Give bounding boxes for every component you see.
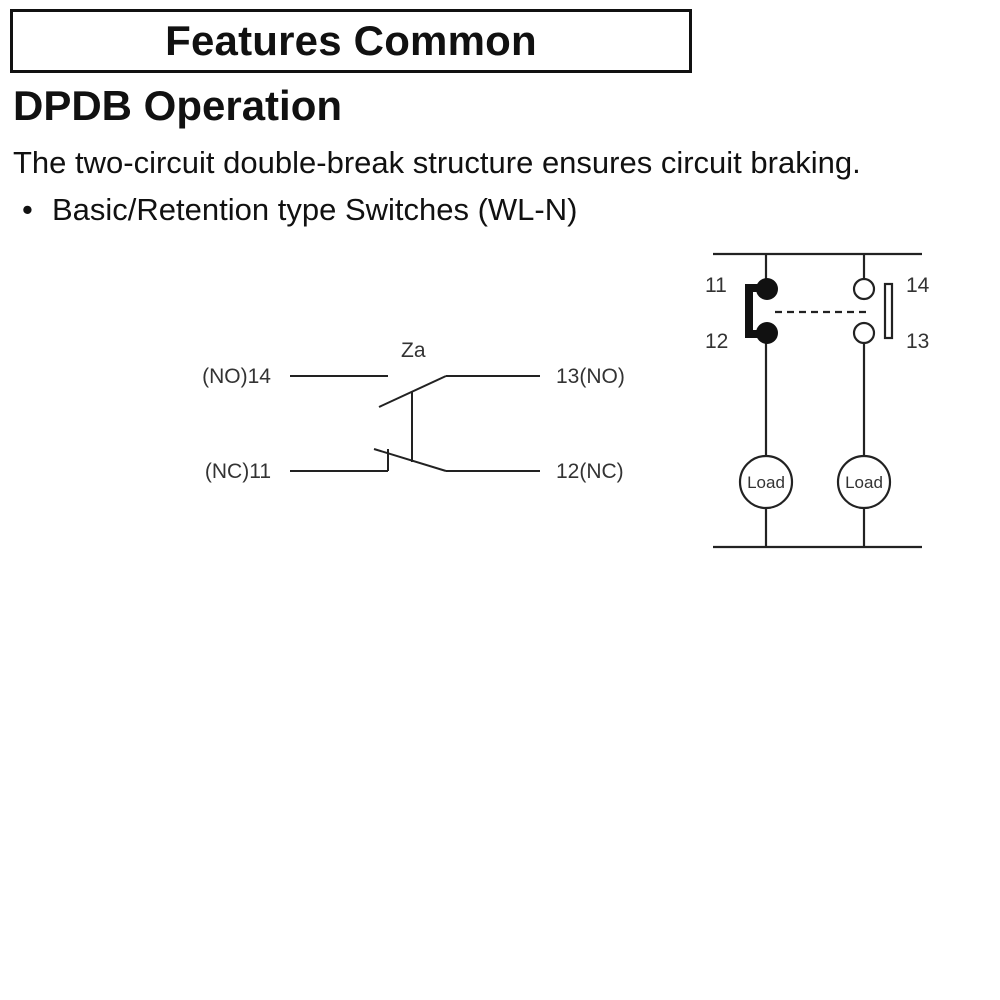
terminal-11-label: 11	[705, 274, 727, 297]
terminal-13-circle	[852, 321, 876, 345]
nc-closed-contact	[745, 278, 778, 344]
terminal-no-left: (NO)14	[202, 365, 271, 388]
load-label-right: Load	[845, 473, 883, 492]
no-contact-blade	[378, 375, 447, 408]
terminal-nc-left: (NC)11	[205, 460, 271, 483]
terminal-12-dot	[756, 322, 778, 344]
terminal-14-label: 14	[906, 274, 930, 297]
banner-title: Features Common	[165, 17, 537, 64]
terminal-no-right: 13(NO)	[556, 365, 625, 388]
load-circle-right	[836, 454, 892, 510]
nc-contact-bar-top	[745, 284, 759, 292]
terminal-12-label: 12	[705, 330, 728, 353]
bullet-text: Basic/Retention type Switches (WL-N)	[52, 192, 578, 227]
section-heading: DPDB Operation	[13, 82, 343, 129]
nc-contact-bar-bottom	[745, 330, 759, 338]
terminal-nc-right: 12(NC)	[556, 460, 624, 483]
terminal-11-dot	[756, 278, 778, 300]
contact-schematic	[290, 375, 540, 472]
load-circle-left	[738, 454, 794, 510]
nc-contact-bar	[745, 284, 753, 338]
terminal-14-circle	[852, 277, 876, 301]
nc-contact-blade	[373, 448, 447, 472]
features-common-banner: Features Common	[10, 9, 692, 73]
section-description: The two-circuit double-break structure e…	[13, 145, 861, 180]
load-circuit	[713, 252, 922, 549]
terminal-13-label: 13	[906, 330, 929, 353]
bullet-icon: •	[22, 192, 33, 227]
no-contact-bar	[883, 282, 894, 340]
bullet-list-item: • Basic/Retention type Switches (WL-N)	[22, 192, 577, 228]
load-label-left: Load	[747, 473, 785, 492]
switch-label-za: Za	[401, 339, 426, 362]
